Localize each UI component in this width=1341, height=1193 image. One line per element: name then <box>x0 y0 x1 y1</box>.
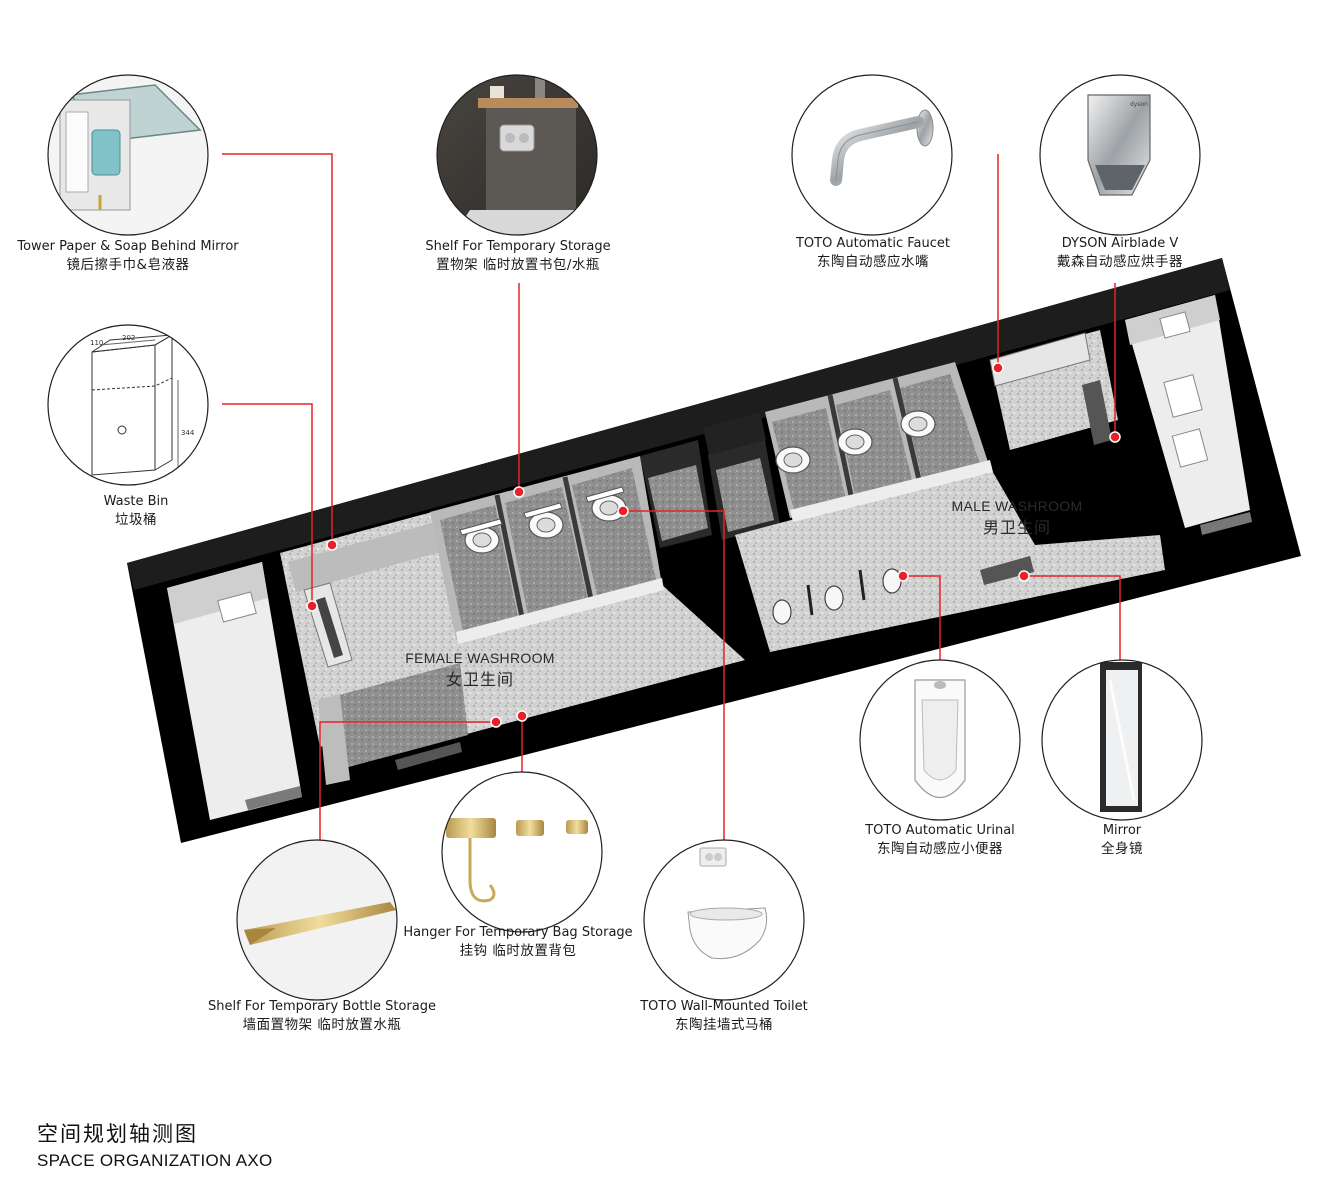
callout-hanger: Hanger For Temporary Bag Storage 挂钩 临时放置… <box>378 924 658 960</box>
left-storage-room <box>167 562 302 820</box>
mirror-image <box>1041 659 1203 821</box>
leader-lines <box>222 153 1121 840</box>
callout-toto-toilet-cn: 东陶挂墙式马桶 <box>675 1017 773 1033</box>
waste-bin-image: 110 202 344 <box>47 324 209 486</box>
male-washroom-cn: 男卫生间 <box>982 520 1051 537</box>
callout-dyson: DYSON Airblade V 戴森自动感应烘手器 <box>980 235 1260 271</box>
callout-tower-paper: Tower Paper & Soap Behind Mirror 镜后擦手巾&皂… <box>0 238 268 274</box>
callout-hanger-cn: 挂钩 临时放置背包 <box>459 943 577 959</box>
callout-shelf-temp: Shelf For Temporary Storage 置物架 临时放置书包/水… <box>378 238 658 274</box>
diagram-title-cn: 空间规划轴测图 <box>37 1122 198 1146</box>
callout-mirror: Mirror 全身镜 <box>982 822 1262 858</box>
male-washroom-floor <box>735 467 1165 652</box>
dim-202: 202 <box>122 334 135 342</box>
callout-shelf-bottle-cn: 墙面置物架 临时放置水瓶 <box>242 1017 402 1033</box>
female-washroom-label: FEMALE WASHROOM 女卫生间 <box>380 650 580 690</box>
diagram-title: 空间规划轴测图 SPACE ORGANIZATION AXO <box>37 1118 273 1171</box>
callout-tower-paper-en: Tower Paper & Soap Behind Mirror <box>17 239 239 254</box>
female-washroom-en: FEMALE WASHROOM <box>405 650 555 666</box>
female-washroom-cn: 女卫生间 <box>445 672 514 689</box>
floor-plan <box>127 258 1301 843</box>
dyson-logo: dyson <box>1130 101 1148 108</box>
leader-dots <box>306 362 1121 728</box>
callout-shelf-bottle-en: Shelf For Temporary Bottle Storage <box>207 999 436 1014</box>
shelf-bottle-image <box>236 839 398 1001</box>
callout-dyson-en: DYSON Airblade V <box>1061 236 1179 251</box>
wall-top-strip <box>127 258 1230 590</box>
toto-urinal-image <box>859 659 1021 821</box>
callout-waste-bin: Waste Bin 垃圾桶 <box>0 493 276 529</box>
dyson-airblade-image: dyson <box>1039 74 1201 236</box>
toto-faucet-image <box>791 74 953 236</box>
shelf-storage-image <box>436 74 598 236</box>
male-washroom-en: MALE WASHROOM <box>951 498 1083 514</box>
dim-110: 110 <box>90 339 103 347</box>
callout-mirror-en: Mirror <box>1102 823 1142 838</box>
callout-hanger-en: Hanger For Temporary Bag Storage <box>403 925 633 940</box>
male-washroom-label: MALE WASHROOM 男卫生间 <box>917 498 1117 538</box>
callout-toto-faucet-cn: 东陶自动感应水嘴 <box>817 254 929 270</box>
callout-toto-faucet: TOTO Automatic Faucet 东陶自动感应水嘴 <box>733 235 1013 271</box>
callout-toto-toilet: TOTO Wall-Mounted Toilet 东陶挂墙式马桶 <box>584 998 864 1034</box>
callout-toto-urinal-cn: 东陶自动感应小便器 <box>877 841 1003 857</box>
callout-waste-bin-cn: 垃圾桶 <box>115 512 157 528</box>
hanger-image <box>441 771 603 933</box>
callout-tower-paper-cn: 镜后擦手巾&皂液器 <box>66 257 190 273</box>
callout-toto-toilet-en: TOTO Wall-Mounted Toilet <box>640 999 808 1014</box>
callout-waste-bin-en: Waste Bin <box>103 494 169 509</box>
callout-mirror-cn: 全身镜 <box>1101 841 1143 857</box>
tower-paper-soap-image <box>47 74 209 236</box>
callout-shelf-bottle: Shelf For Temporary Bottle Storage 墙面置物架… <box>182 998 462 1034</box>
toto-toilet-image <box>643 839 805 1001</box>
dim-344: 344 <box>181 429 195 437</box>
callout-toto-urinal-en: TOTO Automatic Urinal <box>865 823 1015 838</box>
callout-toto-faucet-en: TOTO Automatic Faucet <box>795 236 950 251</box>
callout-shelf-temp-cn: 置物架 临时放置书包/水瓶 <box>436 257 600 273</box>
diagram-title-en: SPACE ORGANIZATION AXO <box>37 1151 273 1170</box>
callout-toto-urinal: TOTO Automatic Urinal 东陶自动感应小便器 <box>800 822 1080 858</box>
callout-dyson-cn: 戴森自动感应烘手器 <box>1057 254 1183 270</box>
callout-shelf-temp-en: Shelf For Temporary Storage <box>425 239 611 254</box>
